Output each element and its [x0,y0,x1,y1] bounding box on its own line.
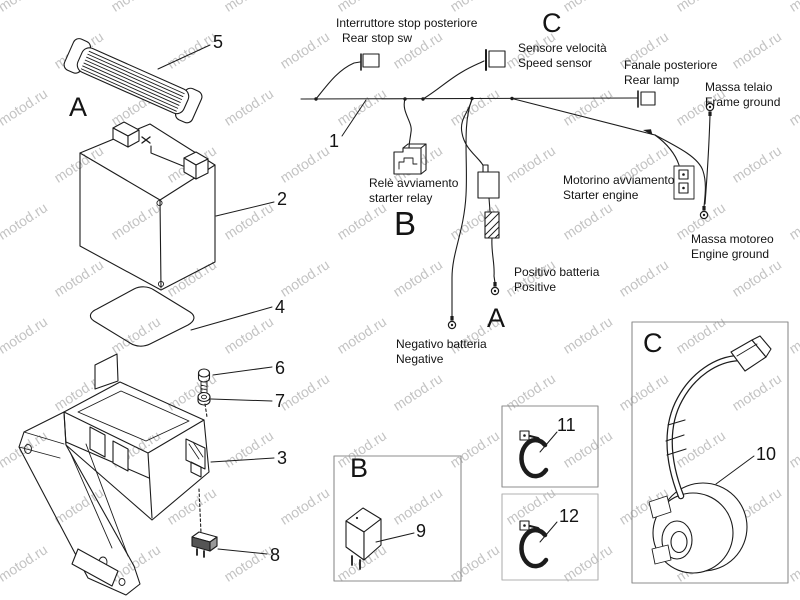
callout-engine-ground-en: Engine ground [691,247,770,261]
rear-stop-connector-art [360,53,380,71]
part-number-8: 8 [270,545,281,565]
callout-rear-lamp: Fanale posteriore Rear lamp [624,58,717,88]
fuse-art [191,531,218,558]
part-number-4: 4 [275,297,286,317]
nut-art [197,391,211,406]
callout-starter-relay-en: starter relay [369,191,433,205]
callout-positive-it: Positivo batteria [514,265,600,279]
callout-rear-stop: Interruttore stop posteriore Rear stop s… [336,16,477,46]
part-number-10: 10 [756,444,777,464]
section-letter-b-mid: B [394,205,417,242]
callout-rear-stop-en: Rear stop sw [342,31,413,45]
callout-negative-it: Negativo batteria [396,337,487,351]
callout-rear-lamp-en: Rear lamp [624,73,680,87]
callout-rear-stop-it: Interruttore stop posteriore [336,16,478,30]
section-letter-b-box: B [350,453,369,483]
callout-starter-engine-it: Motorino avviamento [563,173,675,187]
callout-rear-lamp-it: Fanale posteriore [624,58,718,72]
callout-engine-ground: Massa motoreo Engine ground [691,232,774,262]
callout-speed-sensor: Sensore velocità Speed sensor [518,41,607,71]
detail-box-11 [501,405,599,488]
part-number-12: 12 [559,506,580,526]
clamp-art-12 [519,520,549,569]
callout-positive: Positivo batteria Positive [514,265,599,295]
callout-starter-engine-en: Starter engine [563,188,639,202]
bolt-art [197,368,211,397]
callout-frame-ground: Massa telaio Frame ground [705,80,780,110]
callout-positive-en: Positive [514,280,557,294]
detail-box-b [333,455,462,582]
starter-engine-connector-art [673,165,695,200]
callout-negative-en: Negative [396,352,444,366]
callout-frame-ground-en: Frame ground [705,95,781,109]
part-number-5: 5 [213,32,224,52]
speed-sensor-connector-art [485,49,506,71]
part-number-1: 1 [329,131,340,151]
part-number-6: 6 [275,358,286,378]
assembly-dash-fuse [198,488,202,534]
callout-negative: Negativo batteria Negative [396,337,487,367]
callout-starter-relay: Relè avviamento starter relay [369,176,458,206]
battery-art [79,121,216,291]
callout-frame-ground-it: Massa telaio [705,80,773,94]
detail-box-c [631,321,789,584]
callout-starter-engine: Motorino avviamento Starter engine [563,173,674,203]
section-letter-a-mid: A [487,303,506,333]
clamp-art-11 [519,430,549,479]
leader-lines [157,44,755,555]
relay-art [345,507,382,570]
rear-lamp-connector-art [637,90,656,108]
wiring-harness-art [300,49,715,330]
part-number-9: 9 [416,521,427,541]
part-number-7: 7 [275,391,286,411]
callout-starter-relay-it: Relè avviamento [369,176,459,190]
section-letter-c-top: C [542,8,562,38]
callout-engine-ground-it: Massa motoreo [691,232,774,246]
battery-tray-art [18,353,210,596]
speed-sensor-art [648,335,772,574]
section-letter-c-box: C [643,328,663,358]
starter-relay-connector-art [393,143,427,175]
detail-box-12 [501,493,599,581]
assembly-dash-bolt [204,403,208,418]
battery-pad-art [89,286,195,347]
callout-speed-sensor-it: Sensore velocità [518,41,607,55]
part-number-3: 3 [277,448,288,468]
part-number-2: 2 [277,189,288,209]
battery-strap-art [63,38,203,124]
section-letter-a-left: A [69,92,88,122]
callout-speed-sensor-en: Speed sensor [518,56,593,70]
part-number-11: 11 [557,415,576,435]
